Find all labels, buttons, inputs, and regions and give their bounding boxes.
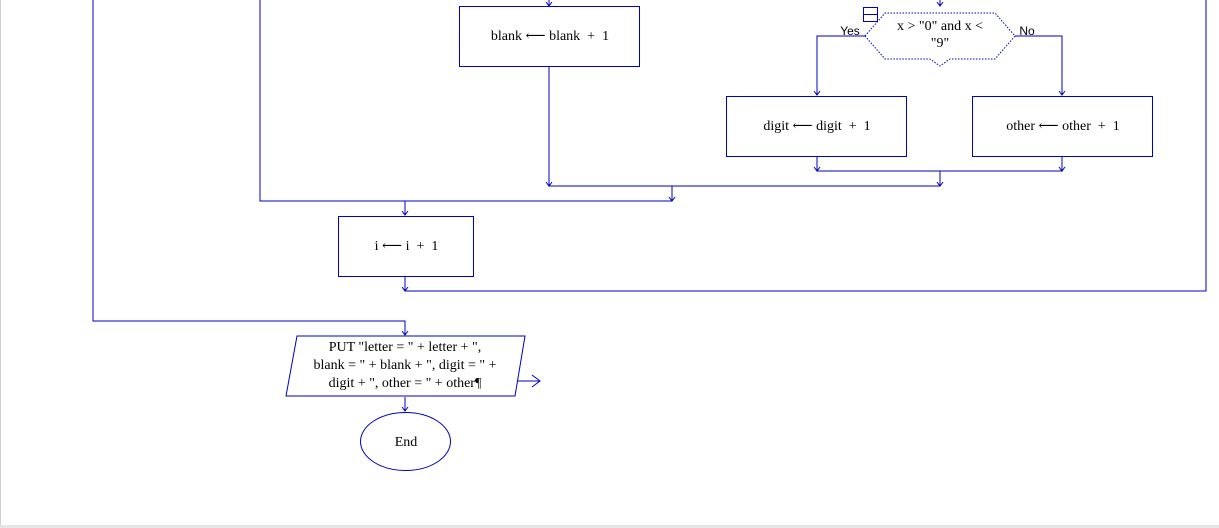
condition-diamond[interactable] bbox=[864, 12, 1016, 67]
branch-yes-label: Yes bbox=[840, 24, 860, 38]
process-digit-box[interactable] bbox=[726, 96, 907, 157]
increment-to-loop-line bbox=[404, 0, 1207, 292]
output-put-label: PUT "letter = " + letter + ", blank = " … bbox=[313, 340, 497, 391]
terminal-end-ellipse[interactable] bbox=[360, 412, 451, 471]
output-put-parallelogram[interactable] bbox=[285, 335, 526, 397]
digit-other-merge-line bbox=[816, 157, 1063, 172]
process-increment-box[interactable] bbox=[338, 216, 474, 277]
terminal-end-label: End bbox=[394, 435, 418, 450]
process-other-label: other ⟵ other + 1 bbox=[1006, 119, 1120, 134]
process-blank-box[interactable] bbox=[459, 6, 640, 67]
process-increment-label: i ⟵ i + 1 bbox=[374, 239, 439, 254]
no-branch-line bbox=[1015, 35, 1063, 95]
condition-label: x > "0" and x < "9" bbox=[897, 19, 983, 51]
process-digit-label: digit ⟵ digit + 1 bbox=[763, 119, 871, 134]
outer-loop-line bbox=[92, 0, 406, 335]
process-blank-label: blank ⟵ blank + 1 bbox=[490, 29, 610, 44]
branch-no-label: No bbox=[1019, 24, 1035, 38]
process-other-box[interactable] bbox=[972, 96, 1153, 157]
yes-branch-line bbox=[816, 35, 865, 95]
bottom-scroll-edge bbox=[0, 525, 1219, 528]
inner-branch-left-line bbox=[259, 0, 672, 202]
